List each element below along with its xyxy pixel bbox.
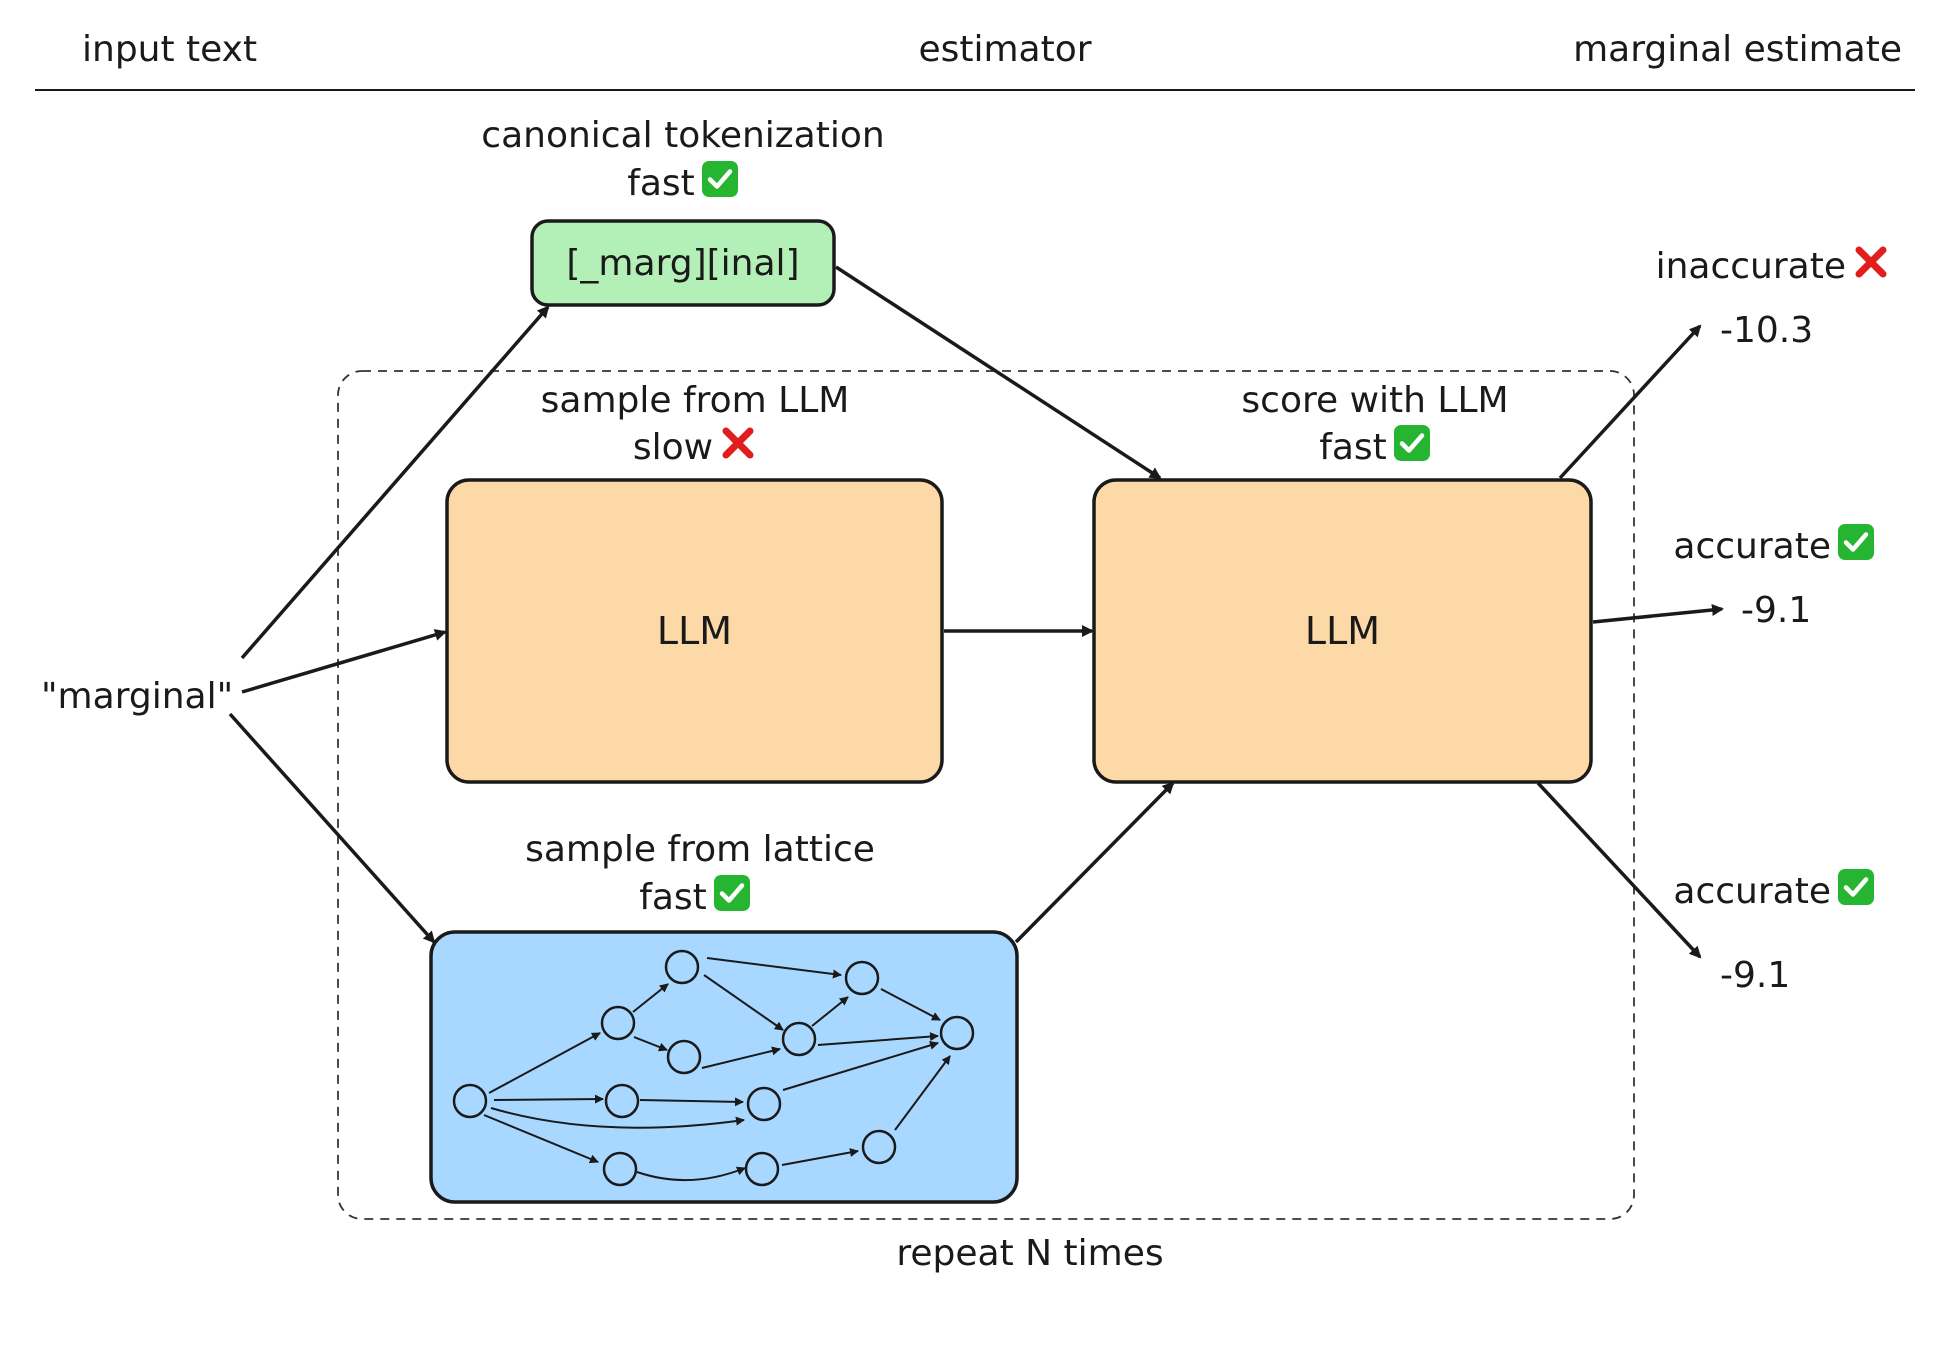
arrow-lattice-to-score — [1014, 781, 1175, 944]
score-llm-title: score with LLM — [1241, 380, 1509, 421]
sample-llm-speed: slow — [570, 424, 820, 475]
output-1-quality-text: inaccurate — [1655, 246, 1846, 287]
lattice-edges — [483, 957, 951, 1182]
output-1-quality: inaccurate — [1560, 243, 1890, 294]
check-icon — [1393, 424, 1431, 475]
header-estimator: estimator — [918, 29, 1092, 70]
arrow-score-to-output-2 — [1592, 604, 1724, 624]
repeat-region — [337, 370, 1635, 1220]
score-llm-speed-text: fast — [1319, 427, 1387, 468]
canonical-tokens: [_marg][inal] — [566, 242, 800, 284]
score-llm-node — [1092, 478, 1593, 784]
arrow-canonical-to-score — [835, 265, 1162, 480]
output-3-quality: accurate — [1560, 868, 1875, 919]
check-icon — [1837, 868, 1875, 919]
check-icon — [713, 874, 751, 925]
output-2-quality-text: accurate — [1673, 526, 1831, 567]
score-llm-label: LLM — [1304, 609, 1381, 653]
output-3-value: -9.1 — [1720, 955, 1791, 996]
arrow-score-to-output-3 — [1536, 781, 1702, 959]
input-text: "marginal" — [41, 676, 234, 717]
repeat-label: repeat N times — [896, 1233, 1164, 1274]
arrow-score-to-output-1 — [1558, 324, 1702, 480]
lattice-nodes — [452, 949, 975, 1187]
sample-llm-node — [445, 478, 944, 784]
output-2-quality: accurate — [1560, 523, 1875, 574]
canonical-speed-text: fast — [627, 163, 695, 204]
sample-llm-title: sample from LLM — [540, 380, 850, 421]
lattice-speed: fast — [570, 874, 820, 925]
canonical-speed: fast — [558, 160, 808, 211]
output-3-quality-text: accurate — [1673, 871, 1831, 912]
lattice-speed-text: fast — [639, 877, 707, 918]
lattice-title: sample from lattice — [525, 829, 875, 870]
check-icon — [701, 160, 739, 211]
arrow-input-to-sample-llm — [241, 629, 447, 694]
sample-llm-speed-text: slow — [632, 427, 714, 468]
output-1-value: -10.3 — [1720, 310, 1814, 351]
cross-icon — [719, 424, 757, 475]
score-llm-speed: fast — [1250, 424, 1500, 475]
lattice-node — [429, 930, 1019, 1204]
cross-icon — [1852, 243, 1890, 294]
header-input-text: input text — [82, 29, 258, 70]
arrow-input-to-lattice — [228, 712, 436, 944]
arrow-input-to-canonical — [240, 305, 550, 660]
check-icon — [1837, 523, 1875, 574]
output-2-value: -9.1 — [1741, 590, 1812, 631]
canonical-title: canonical tokenization — [481, 115, 885, 156]
sample-llm-label: LLM — [656, 609, 733, 653]
canonical-tokenization-node — [530, 219, 836, 307]
header-marginal-estimate: marginal estimate — [1573, 29, 1902, 70]
